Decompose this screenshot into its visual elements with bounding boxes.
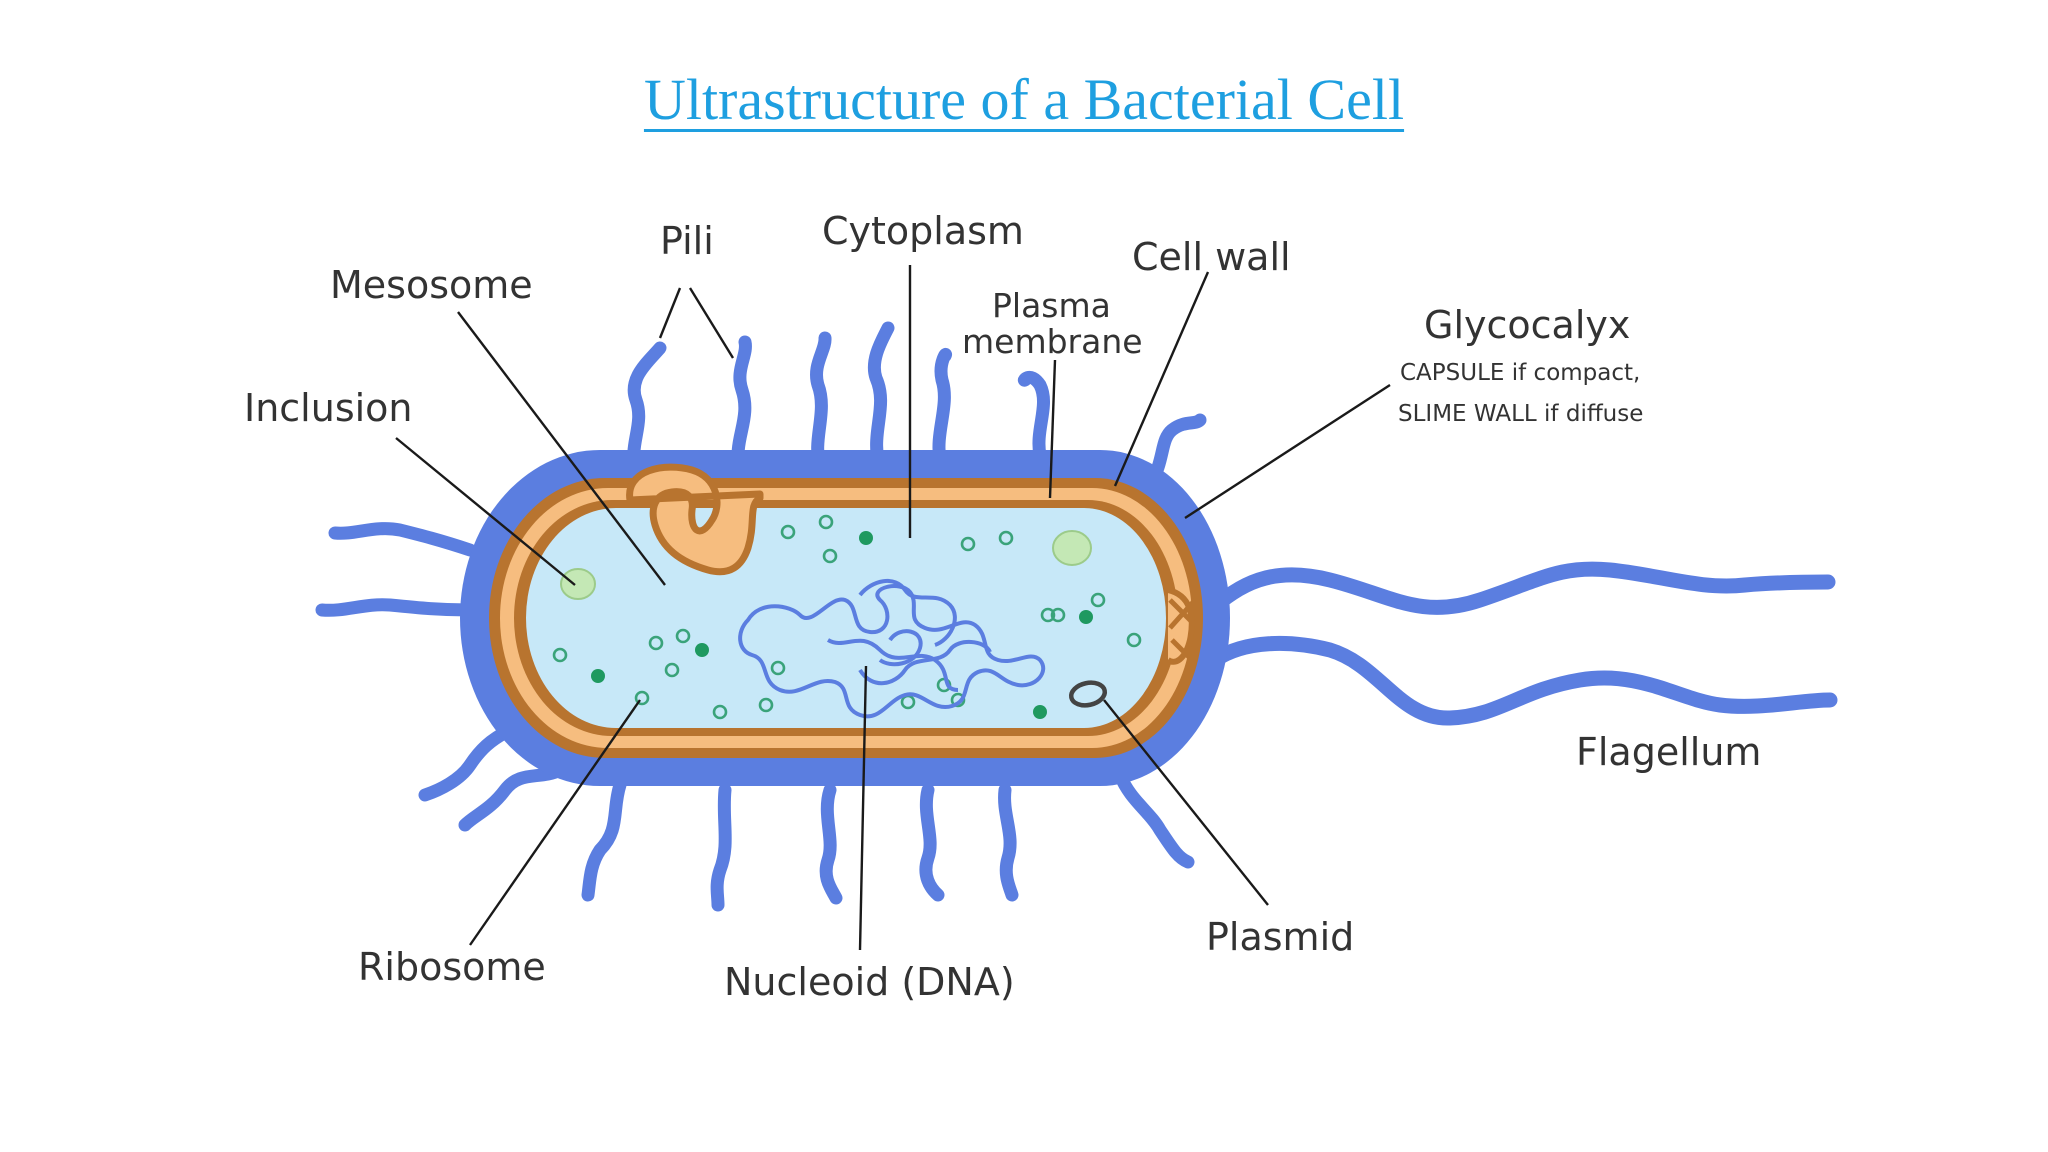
label-plasma-membrane-line1: Plasma bbox=[992, 286, 1111, 325]
ribosome bbox=[770, 660, 786, 676]
ribosome bbox=[695, 643, 709, 657]
ribosome bbox=[818, 514, 834, 530]
ribosome bbox=[675, 628, 691, 644]
flagellum bbox=[1207, 635, 1838, 726]
ribosome bbox=[664, 662, 680, 678]
pilus bbox=[418, 723, 517, 802]
label-cytoplasm: Cytoplasm bbox=[822, 209, 1024, 253]
pilus bbox=[710, 783, 732, 912]
label-mesosome: Mesosome bbox=[330, 263, 533, 307]
ribosome bbox=[1050, 607, 1066, 623]
ribosome bbox=[591, 669, 605, 683]
pilus bbox=[627, 341, 667, 477]
pilus bbox=[819, 783, 843, 905]
label-pili: Pili bbox=[660, 219, 714, 263]
ribosome bbox=[634, 690, 650, 706]
ribosome bbox=[1126, 632, 1142, 648]
pili-group bbox=[315, 321, 1207, 912]
ribosome bbox=[648, 635, 664, 651]
pilus bbox=[1017, 370, 1050, 462]
label-glycocalyx: Glycocalyx bbox=[1424, 303, 1630, 347]
pilus bbox=[581, 778, 627, 902]
label-plasmid: Plasmid bbox=[1206, 915, 1354, 959]
ribosome bbox=[998, 530, 1014, 546]
ribosome bbox=[712, 704, 728, 720]
mesosome bbox=[626, 463, 764, 576]
label-flagellum: Flagellum bbox=[1576, 730, 1761, 774]
ribosome bbox=[822, 548, 838, 564]
ribosome bbox=[960, 536, 976, 552]
pilus bbox=[731, 335, 752, 477]
nucleoid-dna bbox=[738, 579, 1046, 719]
ribosome bbox=[859, 531, 873, 545]
ribosome-group bbox=[552, 514, 1142, 720]
pilus bbox=[1143, 413, 1207, 492]
ribosome bbox=[552, 647, 568, 663]
pilus bbox=[998, 783, 1019, 902]
diagram-title[interactable]: Ultrastructure of a Bacterial Cell bbox=[643, 67, 1405, 132]
inclusion bbox=[1052, 530, 1092, 566]
flagellum bbox=[1202, 561, 1836, 618]
pilus bbox=[328, 522, 477, 557]
pilus bbox=[810, 331, 832, 472]
ribosome bbox=[1079, 610, 1093, 624]
ribosome bbox=[1090, 592, 1106, 608]
flagellum-group bbox=[1202, 561, 1838, 726]
plasmid-ring bbox=[1068, 680, 1108, 708]
pilus bbox=[1113, 768, 1195, 869]
label-glycocalyx-note-line2: SLIME WALL if diffuse bbox=[1398, 401, 1643, 427]
pilus bbox=[932, 348, 953, 467]
label-ribosome: Ribosome bbox=[358, 945, 546, 989]
pilus bbox=[315, 598, 477, 617]
inclusion bbox=[560, 568, 596, 600]
label-cell-wall: Cell wall bbox=[1132, 235, 1291, 279]
ribosome bbox=[758, 697, 774, 713]
pilus bbox=[868, 321, 895, 467]
ribosome bbox=[1033, 705, 1047, 719]
ribosome bbox=[950, 692, 966, 708]
pilus bbox=[458, 763, 567, 832]
label-glycocalyx-note-line1: CAPSULE if compact, bbox=[1400, 360, 1640, 386]
label-nucleoid: Nucleoid (DNA) bbox=[724, 960, 1015, 1004]
label-inclusion: Inclusion bbox=[244, 386, 413, 430]
ribosome bbox=[1040, 607, 1056, 623]
pilus bbox=[919, 783, 945, 902]
ribosome bbox=[780, 524, 796, 540]
flagellum-basal-body bbox=[1166, 587, 1197, 665]
leader-lines bbox=[395, 265, 1391, 951]
label-plasma-membrane-line2: membrane bbox=[962, 322, 1143, 361]
